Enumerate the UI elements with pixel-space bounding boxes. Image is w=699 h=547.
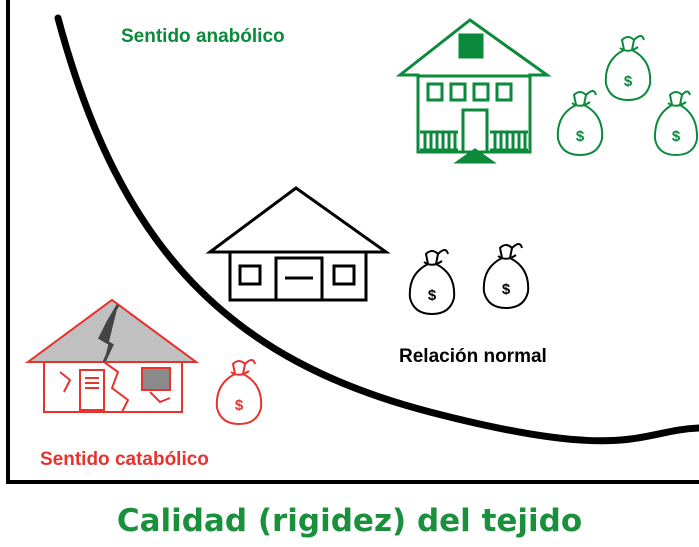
svg-text:$: $ (576, 128, 585, 145)
money-bag-icon: $ (653, 90, 699, 157)
x-axis-title: Calidad (rigidez) del tejido (116, 503, 583, 539)
svg-text:$: $ (502, 281, 511, 298)
catabolic-label: Sentido catabólico (40, 449, 209, 470)
money-bag-icon: $ (556, 90, 604, 157)
money-bag-icon: $ (215, 359, 263, 426)
catabolic-money-bags: $ (215, 359, 263, 426)
money-bag-icon: $ (408, 249, 456, 316)
normal-relation-label: Relación normal (399, 346, 547, 367)
axis-frame (6, 0, 699, 484)
svg-text:$: $ (624, 73, 633, 90)
money-bag-icon: $ (482, 243, 530, 310)
normal-money-bags: $ $ (408, 243, 530, 316)
relationship-curve (54, 14, 699, 445)
normal-house-icon (205, 186, 391, 302)
svg-text:$: $ (428, 287, 437, 304)
anabolic-money-bags: $ $ $ (556, 35, 699, 157)
anabolic-house-icon (395, 18, 552, 164)
anabolic-label: Sentido anabólico (121, 26, 285, 47)
money-bag-icon: $ (604, 35, 652, 102)
svg-text:$: $ (672, 128, 681, 145)
catabolic-house-icon (24, 298, 200, 413)
svg-text:$: $ (235, 397, 244, 414)
